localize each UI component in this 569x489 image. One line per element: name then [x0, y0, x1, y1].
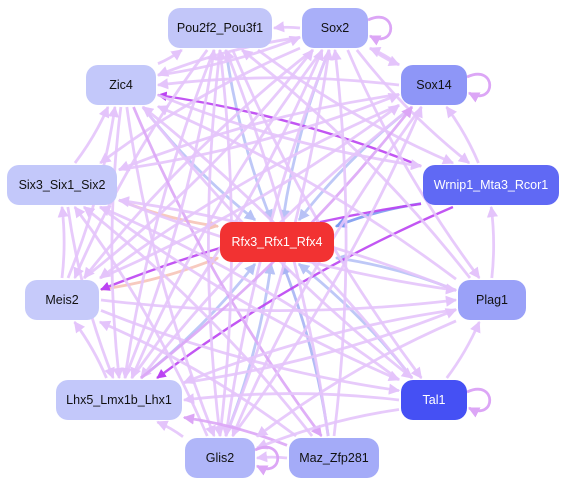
node-label: Tal1: [422, 393, 446, 407]
edge-maz-to-glis2: [255, 451, 288, 463]
edge-lhx5-to-pou2f2: [123, 48, 219, 379]
node-maz-zfp281[interactable]: Maz_Zfp281: [289, 438, 379, 478]
node-sox14[interactable]: Sox14: [401, 65, 467, 105]
edge-maz-to-meis2: [98, 320, 297, 438]
node-label: Wrnip1_Mta3_Rcor1: [433, 178, 549, 192]
self-loop-tal1: [466, 388, 492, 418]
edge-sox2-to-pou2f2: [272, 21, 301, 33]
edge-plag1-to-pou2f2: [241, 48, 472, 279]
node-label: Lhx5_Lmx1b_Lhx1: [66, 393, 172, 407]
edge-lhx5-to-meis2: [73, 321, 108, 379]
edge-plag1-to-wrnip1: [486, 205, 499, 279]
edge-pou2f2-to-tal1: [231, 49, 423, 379]
edge-sox14-to-zic4: [156, 76, 400, 90]
edge-tal1-to-six3: [99, 205, 400, 381]
node-pou2f2-pou3f1[interactable]: Pou2f2_Pou3f1: [168, 8, 272, 48]
edge-plag1-to-glis2: [256, 319, 457, 438]
node-label: Meis2: [45, 293, 79, 307]
edge-pou2f2-to-lhx5: [120, 49, 216, 380]
edge-lhx5-to-sox2: [130, 48, 324, 379]
node-label: Plag1: [476, 293, 508, 307]
node-tal1[interactable]: Tal1: [401, 380, 467, 420]
edge-lhx5-to-plag1: [183, 308, 458, 384]
edge-glis2-to-six3: [73, 206, 209, 437]
self-loop-sox2: [367, 16, 393, 46]
self-loop-sox14: [466, 73, 492, 103]
edge-six3-to-zic4: [73, 105, 110, 164]
node-glis2[interactable]: Glis2: [185, 438, 255, 478]
edge-maz-to-sox2: [330, 48, 348, 437]
node-label: Maz_Zfp281: [299, 451, 369, 465]
node-label: Rfx3_Rfx1_Rfx4: [231, 235, 323, 249]
edge-zic4-to-lhx5: [110, 106, 124, 380]
edge-plag1-to-lhx5: [182, 308, 457, 385]
node-lhx5-lmx1b-lhx1[interactable]: Lhx5_Lmx1b_Lhx1: [56, 380, 182, 420]
edge-meis2-to-six3: [57, 205, 69, 279]
edge-tal1-to-glis2: [255, 408, 400, 450]
node-zic4[interactable]: Zic4: [86, 65, 156, 105]
edge-meis2-to-sox14: [99, 104, 400, 280]
self-loop-glis2: [254, 446, 280, 476]
edge-plag1-to-zic4: [156, 105, 457, 281]
node-meis2[interactable]: Meis2: [25, 280, 99, 320]
edge-sox2-to-sox14: [369, 47, 401, 67]
node-label: Sox14: [416, 78, 452, 92]
node-plag1[interactable]: Plag1: [458, 280, 526, 320]
edge-six3-to-sox14: [118, 92, 401, 172]
node-label: Sox2: [320, 21, 350, 35]
node-label: Zic4: [109, 78, 133, 92]
edge-zic4-to-sox2: [157, 35, 302, 77]
edge-tal1-to-lhx5: [182, 392, 400, 405]
node-label: Pou2f2_Pou3f1: [176, 21, 264, 35]
edge-zic4-to-pou2f2: [157, 48, 183, 65]
edge-meis2-to-sox2: [83, 49, 315, 280]
edge-maz-to-six3: [83, 205, 314, 437]
edge-zic4-to-wrnip1: [157, 93, 423, 171]
edge-meis2-to-plag1: [100, 295, 458, 313]
node-wrnip1-mta3-rcor1[interactable]: Wrnip1_Mta3_Rcor1: [423, 165, 559, 205]
edge-pou2f2-to-glis2: [207, 49, 225, 438]
edge-wrnip1-to-sox14: [445, 106, 480, 164]
edge-plag1-to-rfx3: [334, 253, 457, 292]
node-sox2[interactable]: Sox2: [302, 8, 368, 48]
node-six3-six1-six2[interactable]: Six3_Six1_Six2: [7, 165, 117, 205]
edge-glis2-to-lhx5: [156, 420, 184, 438]
edge-sox2-to-rfx3: [278, 49, 331, 222]
node-label: Glis2: [205, 451, 235, 465]
edge-tal1-to-plag1: [445, 320, 481, 379]
edge-pou2f2-to-rfx3: [224, 49, 273, 222]
node-label: Six3_Six1_Six2: [18, 178, 106, 192]
node-rfx3-rfx1-rfx4[interactable]: Rfx3_Rfx1_Rfx4: [220, 222, 334, 262]
